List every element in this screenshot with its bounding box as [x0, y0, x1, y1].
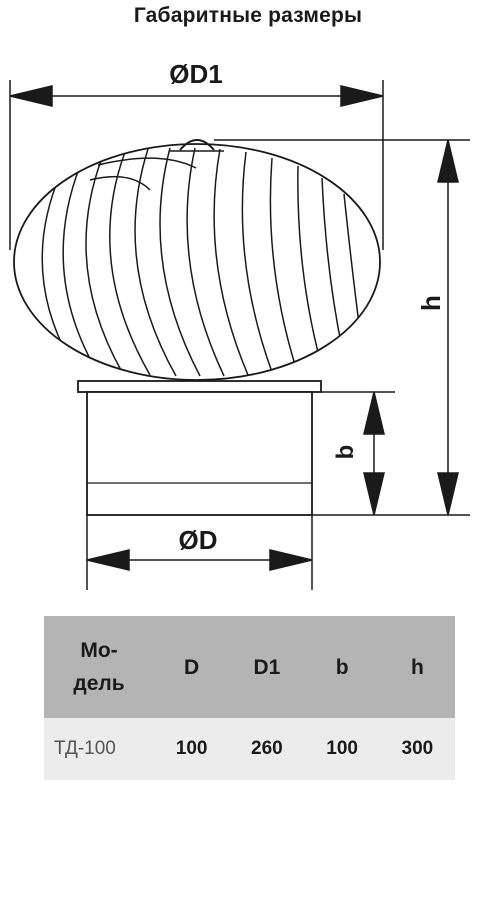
header-model-line1: Мо- — [80, 639, 118, 662]
dimension-d-label: ØD — [179, 525, 218, 555]
cell-d: 100 — [154, 718, 230, 780]
header-d: D — [154, 616, 230, 718]
dimension-d1-label: ØD1 — [169, 59, 222, 89]
pipe-body — [86, 391, 313, 516]
collar-ring — [77, 380, 322, 393]
dimension-d: ØD — [86, 515, 313, 590]
header-h: h — [379, 616, 455, 718]
cell-b: 100 — [304, 718, 380, 780]
turbine-ring — [77, 380, 322, 393]
cell-d1: 260 — [229, 718, 305, 780]
cell-h: 300 — [379, 718, 455, 780]
turbine-head — [13, 139, 381, 381]
header-model: Мо- дель — [44, 616, 154, 718]
specification-table: Мо- дель D D1 b h ТД-100 100 260 100 300 — [44, 616, 455, 780]
turbine-globe-outline — [13, 143, 381, 381]
turbine-dimension-drawing: ØD1 ØD h b — [9, 59, 470, 590]
dimension-b: b — [321, 391, 395, 516]
cell-model: ТД-100 — [44, 718, 154, 780]
turbine-vanes — [41, 147, 361, 377]
turbine-top-cap — [179, 139, 215, 151]
header-d1: D1 — [229, 616, 305, 718]
dimension-h-label: h — [416, 295, 446, 311]
turbine-pipe — [86, 391, 313, 516]
table-row: ТД-100 100 260 100 300 — [44, 718, 455, 780]
table-header-row: Мо- дель D D1 b h — [44, 616, 455, 718]
header-b: b — [304, 616, 380, 718]
dimension-h: h — [214, 139, 470, 516]
dimension-d1: ØD1 — [9, 59, 384, 250]
dimension-b-label: b — [332, 445, 359, 460]
page-title: Габаритные размеры — [133, 4, 363, 27]
header-model-line2: дель — [73, 672, 125, 695]
